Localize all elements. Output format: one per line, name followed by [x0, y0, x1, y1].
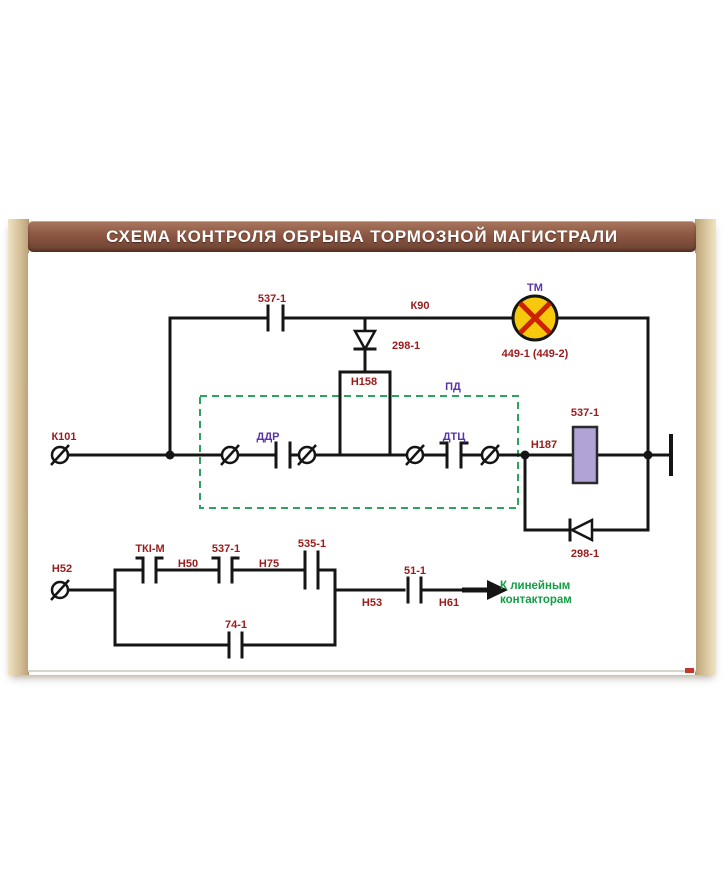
poster-title: СХЕМА КОНТРОЛЯ ОБРЫВА ТОРМОЗНОЙ МАГИСТРА… [106, 226, 618, 246]
poster-title-bar: СХЕМА КОНТРОЛЯ ОБРЫВА ТОРМОЗНОЙ МАГИСТРА… [28, 221, 696, 252]
schematic-canvas [28, 253, 696, 672]
poster-logo-mark [685, 668, 694, 673]
poster-frame-left [8, 219, 29, 675]
poster-frame-right [695, 219, 716, 675]
poster: СХЕМА КОНТРОЛЯ ОБРЫВА ТОРМОЗНОЙ МАГИСТРА… [8, 219, 716, 675]
